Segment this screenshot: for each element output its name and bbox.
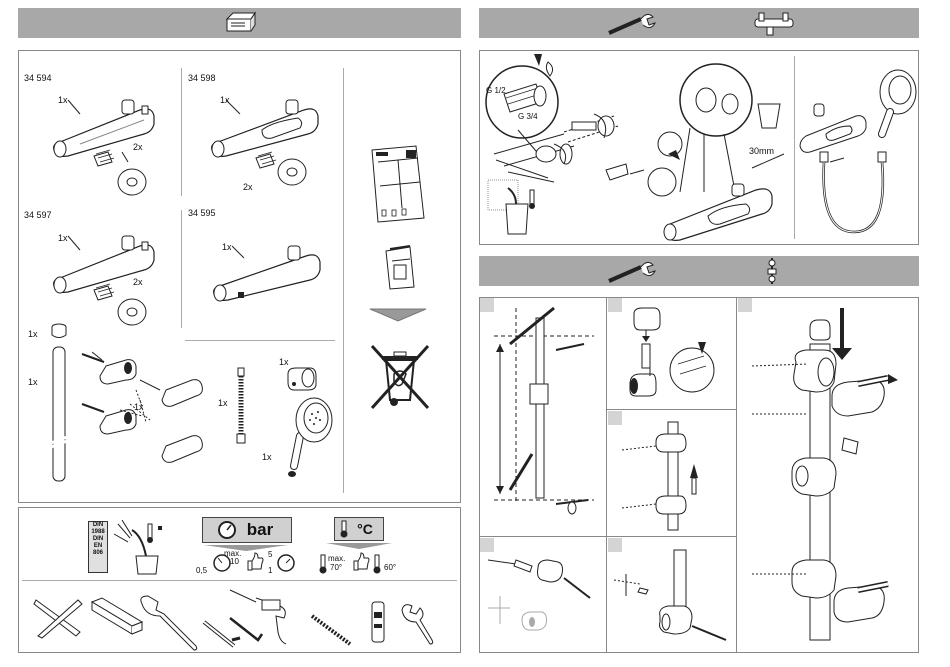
dowel-screw-illustration — [486, 546, 604, 650]
divider-vertical — [181, 68, 182, 196]
temp-unit: °C — [357, 521, 373, 537]
drill-bit-icon — [310, 614, 354, 648]
folding-rule-icon — [34, 596, 84, 640]
pressure-tile: bar — [202, 517, 292, 543]
bracket-mount-illustration — [612, 546, 734, 650]
wrench-icon-2 — [607, 261, 657, 283]
divider-horizontal — [22, 580, 457, 581]
arrow-down-icon — [368, 307, 428, 323]
kit-code: 34 597 — [24, 210, 52, 220]
wrench-icon — [607, 13, 657, 35]
din-line: 806 — [89, 550, 107, 557]
din-line: 1988 — [89, 529, 107, 536]
eccentric-illustration — [254, 150, 314, 196]
hand-shower-illustration — [284, 396, 334, 480]
drill-icon — [226, 586, 300, 646]
thermostat-body-illustration — [210, 240, 330, 306]
divider-vertical — [343, 68, 344, 493]
shower-rail-icon — [765, 257, 779, 285]
shower-holder-illustration — [284, 364, 320, 394]
pressure-min-value: 0,5 — [196, 566, 207, 576]
qty-label: 1x — [28, 329, 38, 339]
installation-header-bar — [479, 8, 919, 38]
qty-label: 1x — [262, 452, 272, 462]
thermometer-icon — [318, 554, 328, 574]
thumbs-up-icon — [352, 551, 370, 571]
pressure-rec-lo: 1 — [268, 566, 272, 576]
qty-label: 2x — [243, 182, 253, 192]
cap-illustration — [50, 322, 68, 340]
kit-code: 34 594 — [24, 73, 52, 83]
qty-label: 1x — [28, 377, 38, 387]
weee-disposal-icon — [370, 344, 430, 410]
distance-label: 30mm — [749, 146, 774, 156]
slider-on-rail-illustration — [616, 418, 734, 534]
kit-code: 34 598 — [188, 73, 216, 83]
divider-horizontal — [185, 340, 335, 341]
eccentric-illustration — [92, 282, 152, 332]
leaflet-icon — [384, 245, 416, 291]
din-line: DIN — [89, 522, 107, 529]
thermometer-icon — [372, 554, 382, 574]
shower-rail-illustration — [48, 345, 70, 485]
adjustable-wrench-icon — [136, 594, 206, 652]
din-line: DIN — [89, 536, 107, 543]
mixer-icon — [749, 11, 799, 37]
wall-brackets-illustration — [80, 350, 210, 480]
thumbs-up-icon — [246, 551, 264, 571]
qty-label: 1x — [218, 398, 228, 408]
rail-marking-illustration — [484, 304, 604, 534]
temperature-tile: °C — [334, 517, 384, 541]
divider-vertical — [794, 56, 795, 239]
mixer-installation-illustration — [484, 54, 792, 244]
manual-icon — [368, 144, 428, 224]
eccentric-illustration — [92, 148, 152, 198]
din-standard-badge: DIN 1988 DIN EN 806 — [88, 521, 108, 573]
scope-of-delivery-icon — [223, 11, 257, 35]
left-header-bar — [18, 8, 461, 38]
cap-assembly-illustration — [616, 304, 734, 408]
gauge-icon — [276, 553, 296, 573]
mixer-with-handshower-illustration — [800, 56, 916, 240]
din-line: EN — [89, 543, 107, 550]
divider-vertical — [181, 210, 182, 328]
open-end-wrench-icon — [398, 602, 438, 646]
temp-max-value: 70° — [330, 563, 342, 573]
gauge-icon — [212, 553, 232, 573]
pressure-rec-hi: 5 — [268, 550, 272, 560]
thread-label: G 3/4 — [518, 112, 538, 122]
flushing-illustration — [112, 516, 172, 576]
gauge-icon — [217, 520, 237, 540]
shower-hose-illustration — [234, 366, 248, 446]
kit-code: 34 595 — [188, 208, 216, 218]
socket-tool-icon — [368, 600, 388, 646]
thermometer-icon — [339, 520, 349, 538]
shower-rail-header-bar — [479, 256, 919, 286]
pressure-unit: bar — [247, 520, 273, 540]
thread-label: G 1/2 — [486, 86, 506, 96]
temperature-arrow-icon — [324, 542, 394, 550]
rail-cap-assembly-illustration — [748, 304, 916, 648]
temp-rec-value: 60° — [384, 563, 396, 573]
